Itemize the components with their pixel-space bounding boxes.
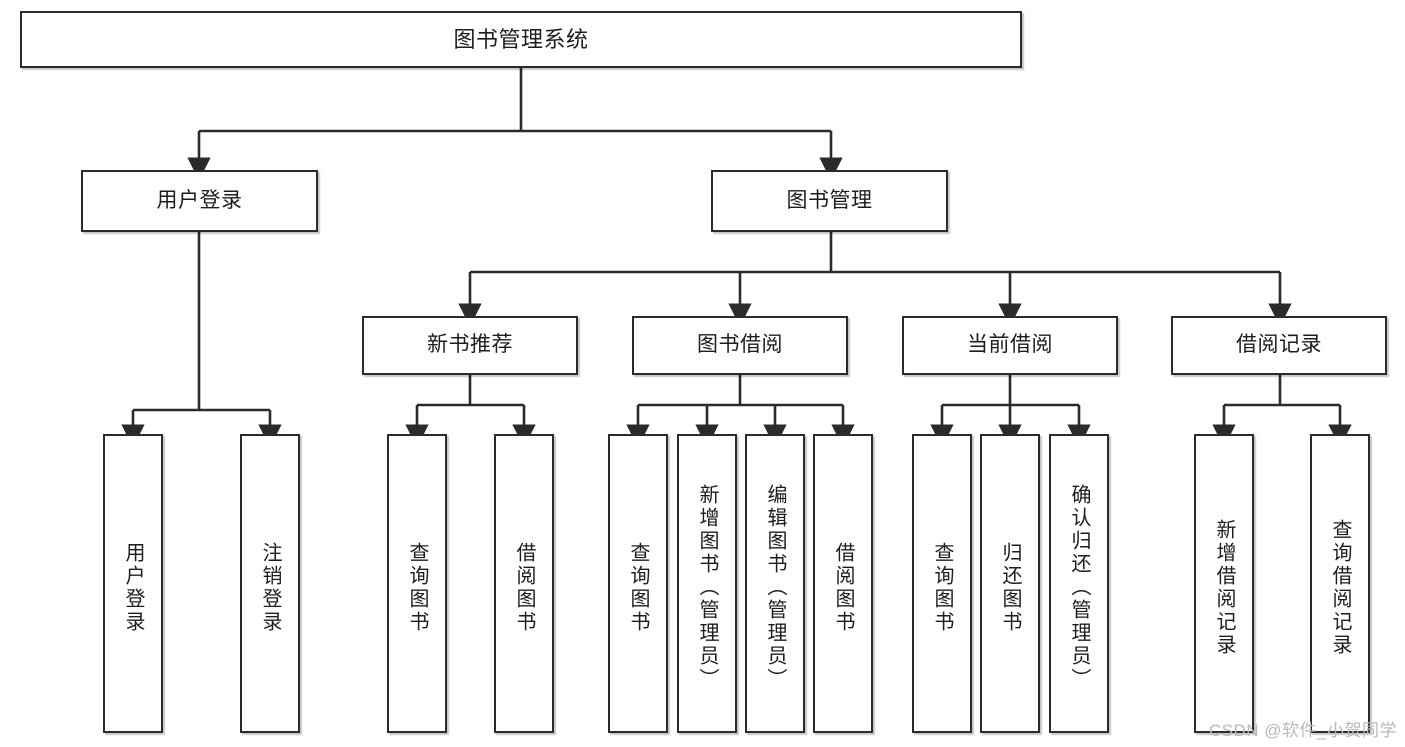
leaf-borrow-book[interactable]: 借阅图书 — [813, 434, 873, 733]
leaf-edit-book-admin[interactable]: 编辑图书（管理员） — [745, 434, 805, 733]
leaf-add-book-admin[interactable]: 新增图书（管理员） — [677, 434, 737, 733]
leaf-query-book-new[interactable]: 查询图书 — [387, 434, 447, 733]
node-label: 新书推荐 — [427, 333, 513, 357]
node-root-system[interactable]: 图书管理系统 — [20, 11, 1022, 68]
leaf-borrow-book-new[interactable]: 借阅图书 — [494, 434, 554, 733]
node-label: 新增图书（管理员） — [696, 484, 718, 691]
node-label: 图书借阅 — [697, 333, 783, 357]
node-label: 借阅图书 — [832, 541, 854, 634]
leaf-query-book-current[interactable]: 查询图书 — [912, 434, 972, 733]
node-label: 查询图书 — [931, 541, 953, 634]
watermark-text: CSDN @软件_小贺同学 — [1208, 721, 1397, 740]
leaf-query-borrow-record[interactable]: 查询借阅记录 — [1310, 434, 1370, 733]
node-current-borrow[interactable]: 当前借阅 — [902, 316, 1118, 375]
node-label: 查询图书 — [406, 541, 428, 634]
node-label: 图书管理系统 — [453, 26, 589, 52]
node-user-login[interactable]: 用户登录 — [81, 170, 318, 232]
node-label: 确认归还（管理员） — [1068, 484, 1090, 691]
leaf-return-book[interactable]: 归还图书 — [980, 434, 1040, 733]
node-label: 编辑图书（管理员） — [764, 484, 786, 691]
node-label: 查询图书 — [627, 541, 649, 634]
node-label: 用户登录 — [122, 541, 144, 634]
node-label: 借阅记录 — [1236, 333, 1322, 357]
node-label: 当前借阅 — [967, 333, 1053, 357]
node-borrow-record[interactable]: 借阅记录 — [1171, 316, 1387, 375]
node-label: 查询借阅记录 — [1329, 518, 1351, 657]
leaf-confirm-return-admin[interactable]: 确认归还（管理员） — [1049, 434, 1109, 733]
node-book-management[interactable]: 图书管理 — [711, 170, 948, 232]
node-label: 图书管理 — [786, 188, 873, 212]
leaf-user-login[interactable]: 用户登录 — [103, 434, 163, 733]
leaf-logout[interactable]: 注销登录 — [240, 434, 300, 733]
leaf-add-borrow-record[interactable]: 新增借阅记录 — [1194, 434, 1254, 733]
node-label: 用户登录 — [156, 188, 243, 212]
leaf-query-book-borrow[interactable]: 查询图书 — [608, 434, 668, 733]
node-label: 借阅图书 — [513, 541, 535, 634]
node-label: 归还图书 — [999, 541, 1021, 634]
node-label: 新增借阅记录 — [1213, 518, 1235, 657]
node-label: 注销登录 — [259, 541, 281, 634]
node-new-book-recommend[interactable]: 新书推荐 — [362, 316, 578, 375]
node-book-borrow[interactable]: 图书借阅 — [632, 316, 848, 375]
